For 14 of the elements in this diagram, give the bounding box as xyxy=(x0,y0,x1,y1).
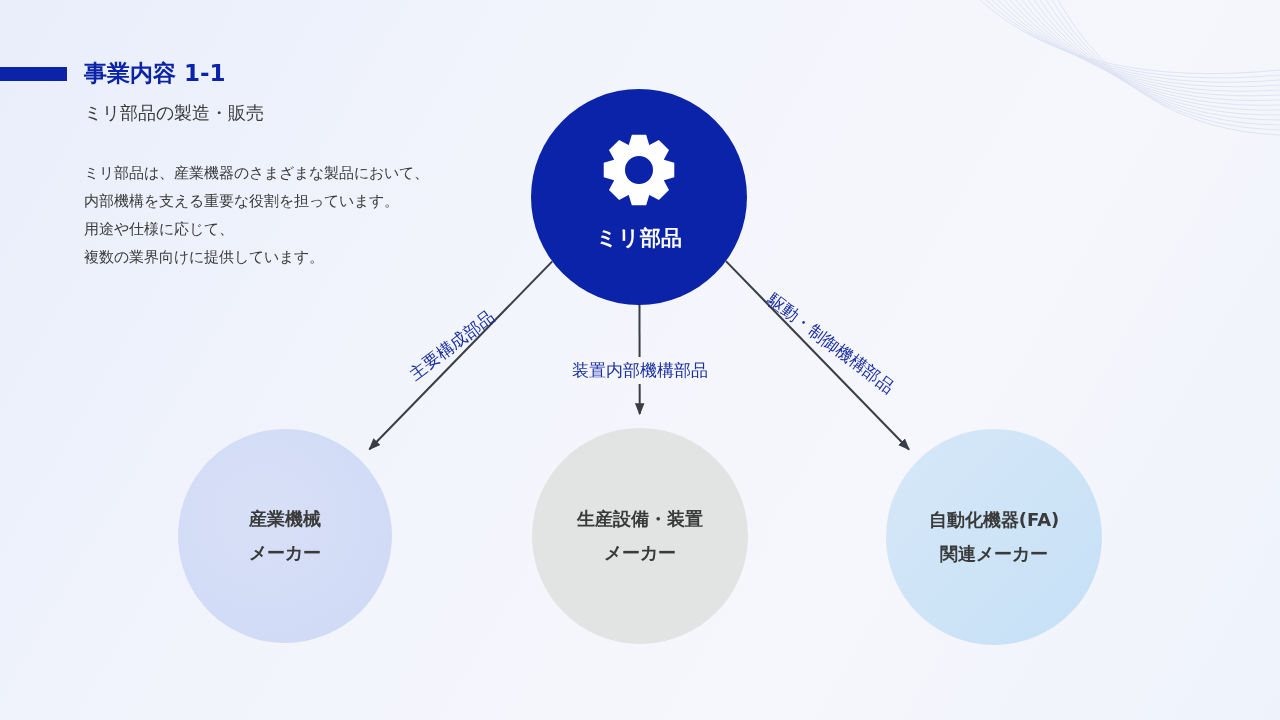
description-line: ミリ部品は、産業機器のさまざまな製品において、 xyxy=(84,164,429,183)
arrow xyxy=(724,260,910,451)
node-label: 自動化機器(FA)関連メーカー xyxy=(928,508,1060,566)
subtitle: ミリ部品の製造・販売 xyxy=(84,101,264,125)
description-line: 内部機構を支える重要な役割を担っています。 xyxy=(84,192,399,211)
node-label: ミリ部品 xyxy=(595,225,683,252)
arrow xyxy=(368,260,554,451)
node-label: 生産設備・装置メーカー xyxy=(576,507,704,565)
edge-label: 主要構成部品 xyxy=(404,305,500,385)
title: 事業内容 1-1 xyxy=(84,59,226,88)
node-label: 産業機械メーカー xyxy=(248,507,322,565)
edge-label: 駆動・制御機構部品 xyxy=(762,287,898,399)
description-line: 用途や仕様に応じて、 xyxy=(84,220,234,239)
description-line: 複数の業界向けに提供しています。 xyxy=(84,248,324,267)
